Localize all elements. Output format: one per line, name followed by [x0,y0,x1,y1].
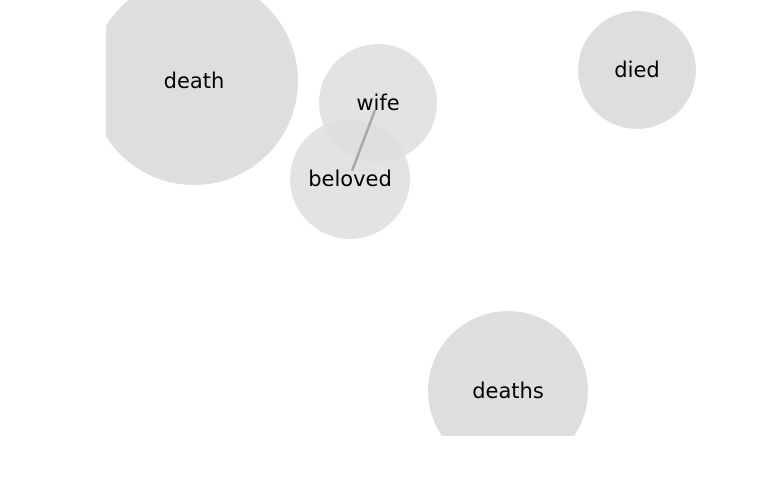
node-died-label: died [614,58,659,82]
node-death-circle [106,0,298,185]
node-beloved-label: beloved [308,167,392,191]
node-wife-label: wife [356,91,399,115]
node-beloved-circle [290,119,410,239]
node-died-circle [578,11,696,129]
edge-wife-beloved [350,109,377,172]
node-death-label: death [164,69,225,93]
node-deaths-label: deaths [472,379,544,403]
node-deaths-circle [428,311,588,436]
